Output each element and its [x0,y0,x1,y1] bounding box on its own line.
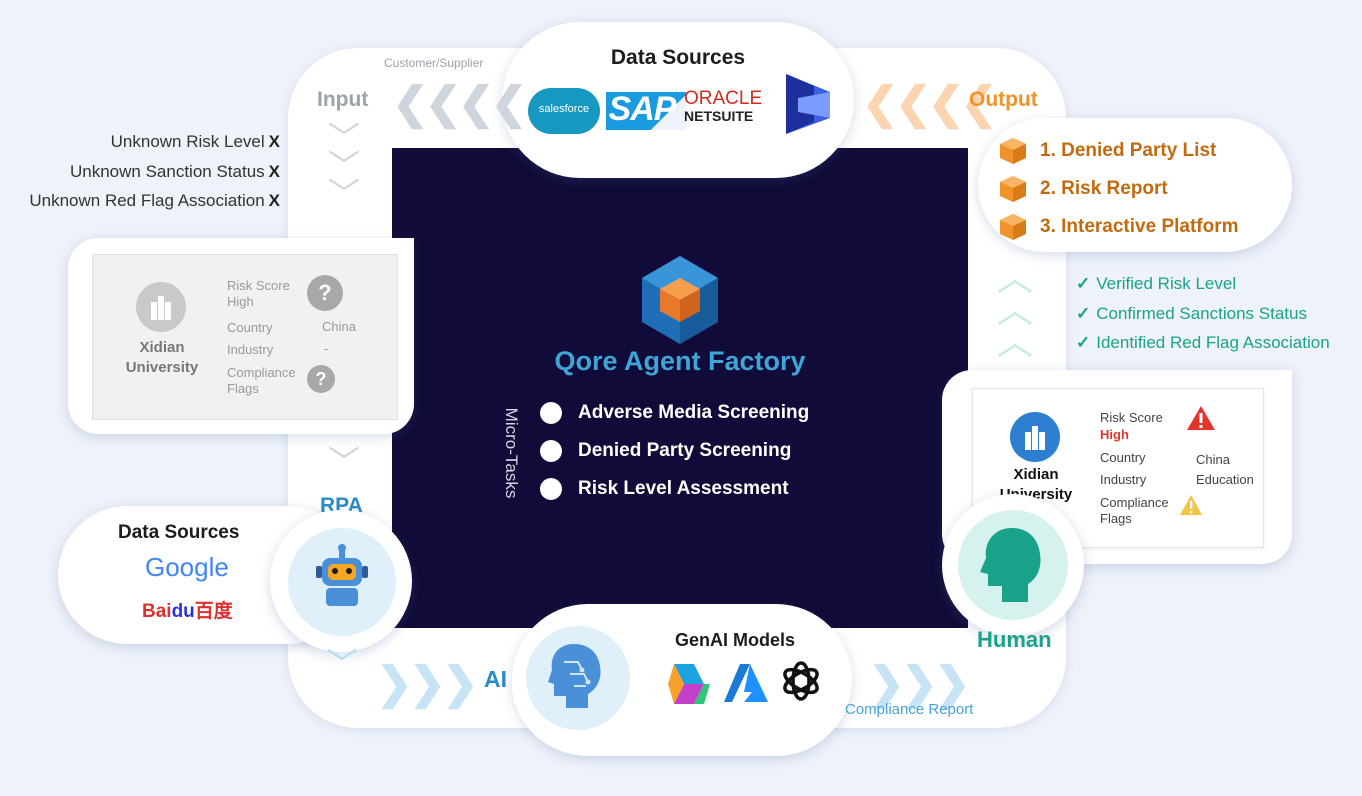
down-chevrons-icon: ﹀﹀﹀ [327,120,360,212]
industry-label-before: Industry [227,342,274,357]
ai-head-icon [548,644,601,708]
copilot-icon [668,664,710,704]
output-left-chevrons-icon: ❮❮❮❮ [862,79,997,128]
sap-logo-text: SAP [608,90,677,128]
industry-value-before: - [324,341,329,356]
building-icon [136,282,186,332]
right-chevrons-icon: ❯❯❯ [376,659,479,708]
high-risk-warning-icon [1187,406,1215,430]
azure-icon [724,664,768,702]
output-items-pill [978,118,1292,252]
bullet-icon [540,402,562,424]
bullet-icon [540,478,562,500]
flag-warning-icon [1180,495,1202,515]
down-chevron-icon: ﹀ [327,444,360,480]
identified-red-flag: ✓Identified Red Flag Association [1076,333,1330,352]
unknown-risk-icon: ? [307,275,343,311]
oracle-logo-text: ORACLE [684,88,763,109]
dynamics-icon [786,74,830,134]
google-logo-text: Google [145,552,229,582]
agent-factory-title: Qore Agent Factory [554,346,806,376]
salesforce-logo-text: salesforce [538,103,590,115]
robot-icon [316,544,368,606]
output-item-risk-report: 2. Risk Report [998,174,1168,204]
sap-logo [606,92,686,130]
rpa-data-sources-title: Data Sources [118,522,240,543]
genai-models-title: GenAI Models [675,630,796,650]
verified-risk-level: ✓Verified Risk Level [1076,274,1237,293]
input-label: Input [317,88,369,111]
country-label-before: Country [227,320,273,335]
bullet-icon [540,440,562,462]
top-data-sources-title: Data Sources [610,46,746,69]
openai-icon [783,661,819,701]
left-chevrons-icon: ❮❮❮❮ [392,79,527,128]
confirmed-sanctions-status: ✓Confirmed Sanctions Status [1076,304,1307,323]
human-head-icon [980,528,1041,602]
package-icon [1000,214,1026,240]
netsuite-logo-text: NETSUITE [684,108,754,124]
salesforce-logo [528,88,600,134]
right-chevrons-icon-2: ❯❯❯ [868,659,971,708]
entity-card-after [972,388,1264,548]
entity-card-before [92,254,398,420]
building-icon-blue [1010,412,1060,462]
country-label-after: Country [1100,450,1146,465]
compliance-report-label: Compliance Report [845,701,974,718]
human-label: Human [977,627,1052,652]
baidu-logo: Baidu百度 [142,601,233,622]
package-icon [1000,138,1026,164]
task-denied-party: Denied Party Screening [540,440,791,462]
task-adverse-media: Adverse Media Screening [540,402,809,424]
output-item-interactive-platform: 3. Interactive Platform [998,212,1239,242]
agent-factory-panel [392,148,968,628]
up-chevrons-icon: ︿︿︿ [996,257,1033,362]
unknown-flags-icon: ? [307,365,335,393]
industry-value-after: Education [1196,472,1254,487]
ai-label: AI [484,666,507,692]
micro-tasks-label: Micro-Tasks [502,407,521,499]
country-value-before: China [322,319,356,334]
country-value-after: China [1196,452,1230,467]
down-chevron-icon-blue: ﹀ [325,646,358,682]
output-item-denied-party: 1. Denied Party List [998,136,1216,166]
qore-cube-icon [642,256,718,344]
customer-supplier-label: Customer/Supplier [384,56,484,70]
output-label: Output [969,88,1038,111]
package-icon [1000,176,1026,202]
industry-label-after: Industry [1100,472,1147,487]
task-risk-level: Risk Level Assessment [540,478,789,500]
